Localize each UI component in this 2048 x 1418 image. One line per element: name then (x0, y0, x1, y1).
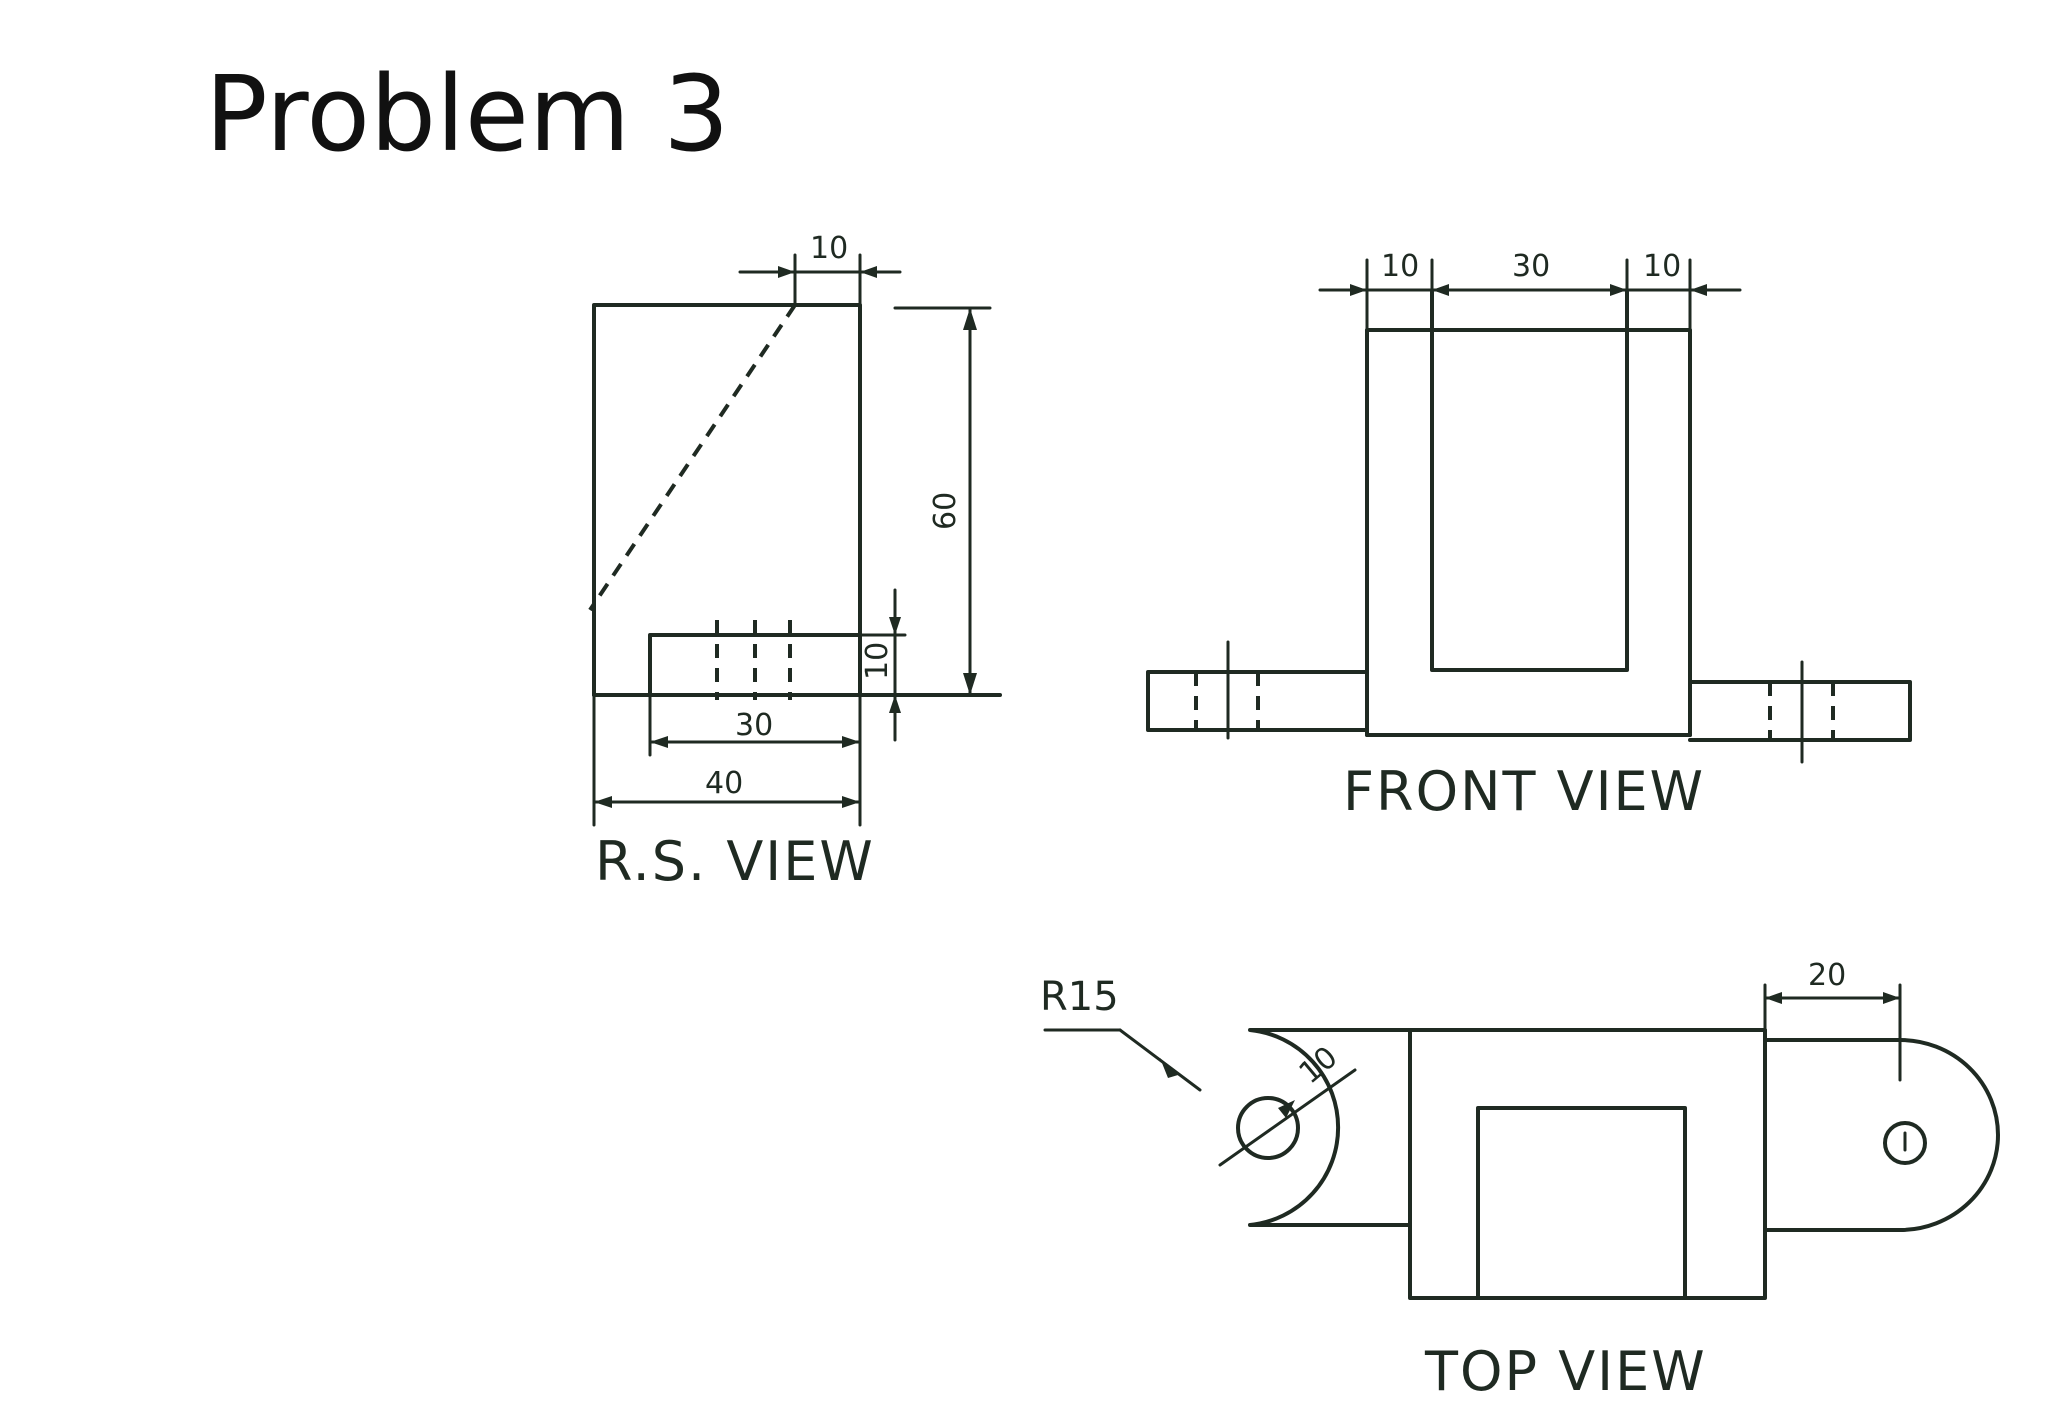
top-right-lug (1763, 1038, 2000, 1232)
front-view-label: FRONT VIEW (1343, 760, 1705, 823)
dim-side-height: 60 (928, 492, 963, 530)
top-left-lug (1248, 1028, 1412, 1227)
front-view: 10 30 10 FRONT VIEW (1146, 249, 1912, 823)
dim-top-radius: R15 (1040, 974, 1119, 1020)
dim-leader (1218, 1068, 1357, 1167)
dim-leader (1118, 1028, 1202, 1092)
top-right-hole (1883, 1121, 1927, 1165)
front-right-flange (1688, 680, 1912, 742)
side-view: 10 60 10 30 40 R.S. VIEW (588, 231, 1002, 893)
dim-arrow (1883, 992, 1900, 1004)
dim-side-total-width: 40 (705, 766, 743, 801)
dim-arrow (1765, 992, 1782, 1004)
dim-arrow (1350, 284, 1367, 296)
top-opening-outline (1476, 1106, 1687, 1300)
dim-side-top-width: 10 (810, 231, 848, 266)
dim-side-hole-span: 30 (735, 708, 773, 743)
dim-arrow (1160, 1058, 1178, 1078)
dim-arrow (963, 673, 977, 695)
dim-front-right-wall: 10 (1643, 249, 1681, 284)
top-view: R15 10 20 TOP VIEW (1040, 958, 2000, 1403)
dim-arrow (889, 695, 901, 713)
dim-arrow (963, 308, 977, 330)
dim-arrow (860, 266, 877, 278)
dim-front-left-wall: 10 (1381, 249, 1419, 284)
top-body-outline (1408, 1028, 1767, 1300)
dim-arrow (1432, 284, 1449, 296)
page-title: Problem 3 (205, 53, 730, 175)
dim-arrow (1278, 1100, 1295, 1118)
dim-arrow (594, 796, 612, 808)
front-upright-outline (1365, 328, 1692, 737)
side-view-label: R.S. VIEW (595, 830, 875, 893)
dim-arrow (842, 796, 860, 808)
top-left-hole (1236, 1096, 1300, 1160)
dim-arrow (1690, 284, 1707, 296)
dim-arrow (842, 736, 860, 748)
dim-arrow (889, 617, 901, 635)
dim-arrow (650, 736, 668, 748)
side-hidden-diagonal (588, 303, 797, 612)
dim-top-center-distance: 20 (1808, 958, 1846, 993)
dim-arrow (778, 266, 795, 278)
dim-arrow (1610, 284, 1627, 296)
dim-front-opening: 30 (1512, 249, 1550, 284)
top-view-label: TOP VIEW (1424, 1340, 1707, 1403)
front-opening-outline (1430, 290, 1629, 672)
dim-side-base-thickness: 10 (860, 642, 895, 680)
